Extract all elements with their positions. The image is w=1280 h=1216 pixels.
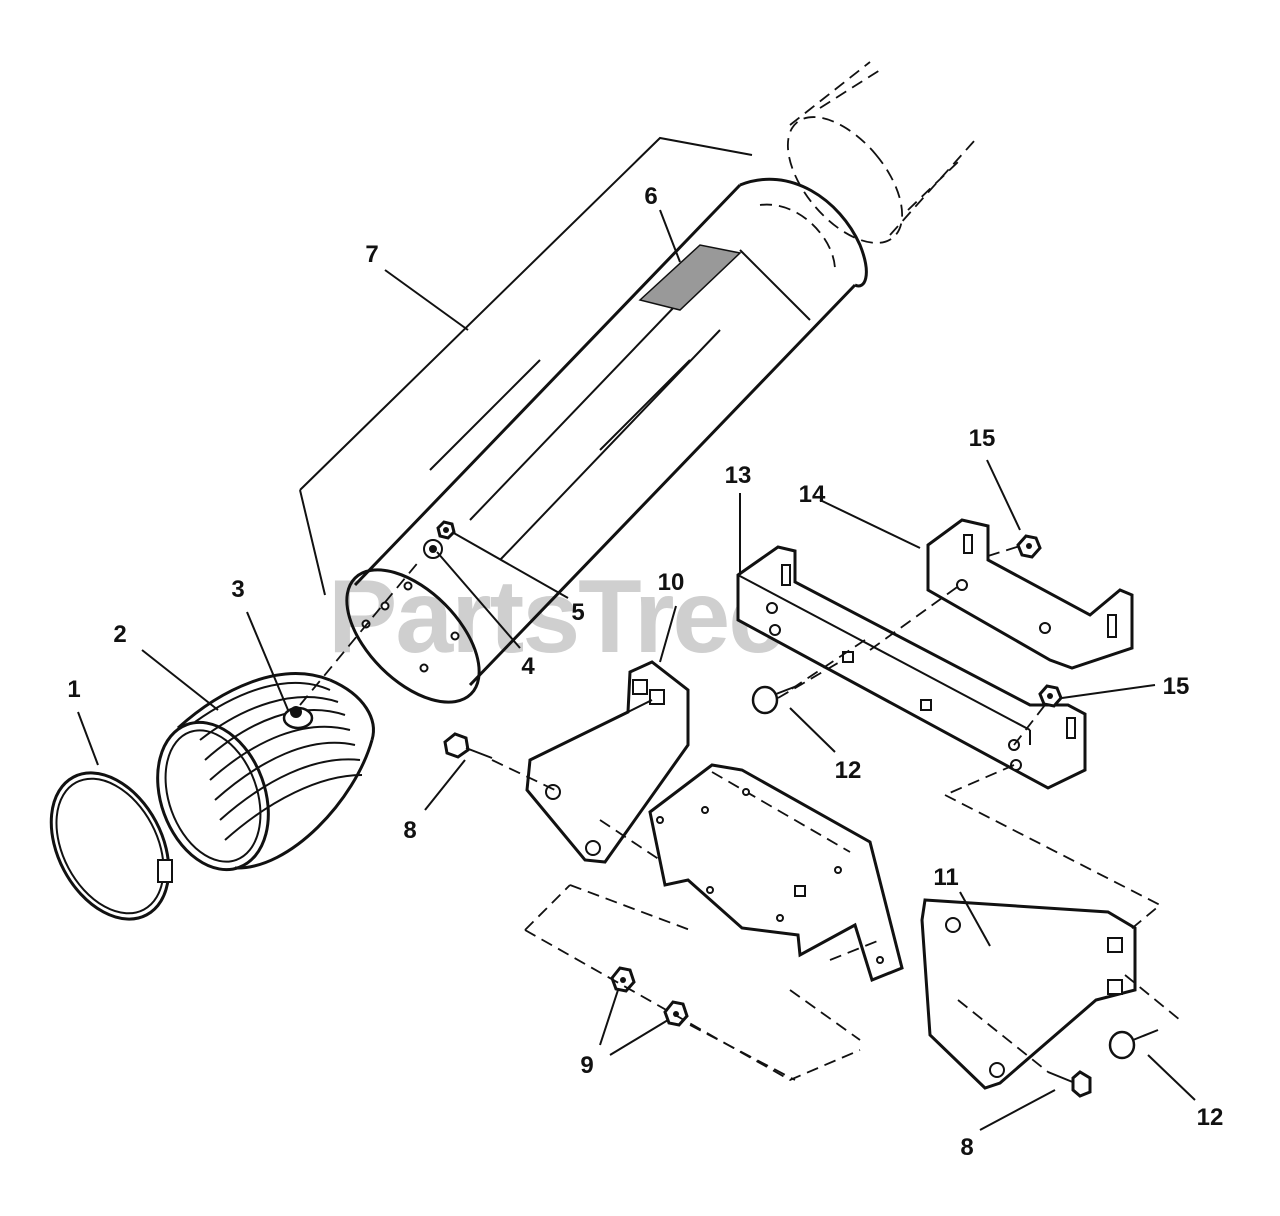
callout-4: 4 [521,653,535,680]
callout-2: 2 [113,621,126,648]
callout-15-upper: 15 [969,425,996,452]
callout-12-lower: 12 [1197,1104,1224,1131]
callout-3: 3 [231,576,244,603]
watermark-text: PartsTree [328,559,784,675]
bracket-14 [926,518,1134,670]
nut-9-upper [610,966,636,993]
callout-5: 5 [571,599,584,626]
bolt-8-upper [443,732,493,759]
callout-13: 13 [725,462,752,489]
callout-9: 9 [580,1052,593,1079]
flex-boot [156,672,375,872]
nut-5 [436,520,456,540]
callout-15-lower: 15 [1163,673,1190,700]
leader-lines [77,209,1196,1131]
nut-15-upper [1016,534,1042,559]
decal-6 [638,244,742,311]
phantom-chute [786,61,976,244]
assembly-lines [491,545,1181,1082]
callout-1: 1 [67,676,80,703]
mount-plate [648,763,904,982]
nut-9-lower [663,1000,689,1027]
callout-labels: 1 2 3 4 5 6 7 8 8 9 10 11 12 12 13 14 15… [67,183,1223,1161]
callout-12-upper: 12 [835,757,862,784]
callout-8-upper: 8 [403,817,416,844]
callout-7: 7 [365,241,378,268]
callout-8-lower: 8 [960,1134,973,1161]
bracket-13 [736,545,1087,790]
watermark: PartsTree TM [328,559,949,675]
callout-14: 14 [799,481,826,508]
callout-6: 6 [644,183,657,210]
nut-15-lower [1038,684,1063,708]
bolt-3 [282,706,314,730]
callout-7-bracket [299,136,753,596]
discharge-tube [345,177,868,704]
callout-10: 10 [658,569,685,596]
callout-11: 11 [933,864,958,891]
bracket-11 [920,898,1137,1090]
bracket-10 [525,660,690,864]
carriage-bolt-12-lower [1108,1029,1159,1060]
carriage-bolt-12-upper [751,683,803,715]
bolt-8-lower [1047,1070,1092,1098]
clamp-1 [49,771,173,921]
